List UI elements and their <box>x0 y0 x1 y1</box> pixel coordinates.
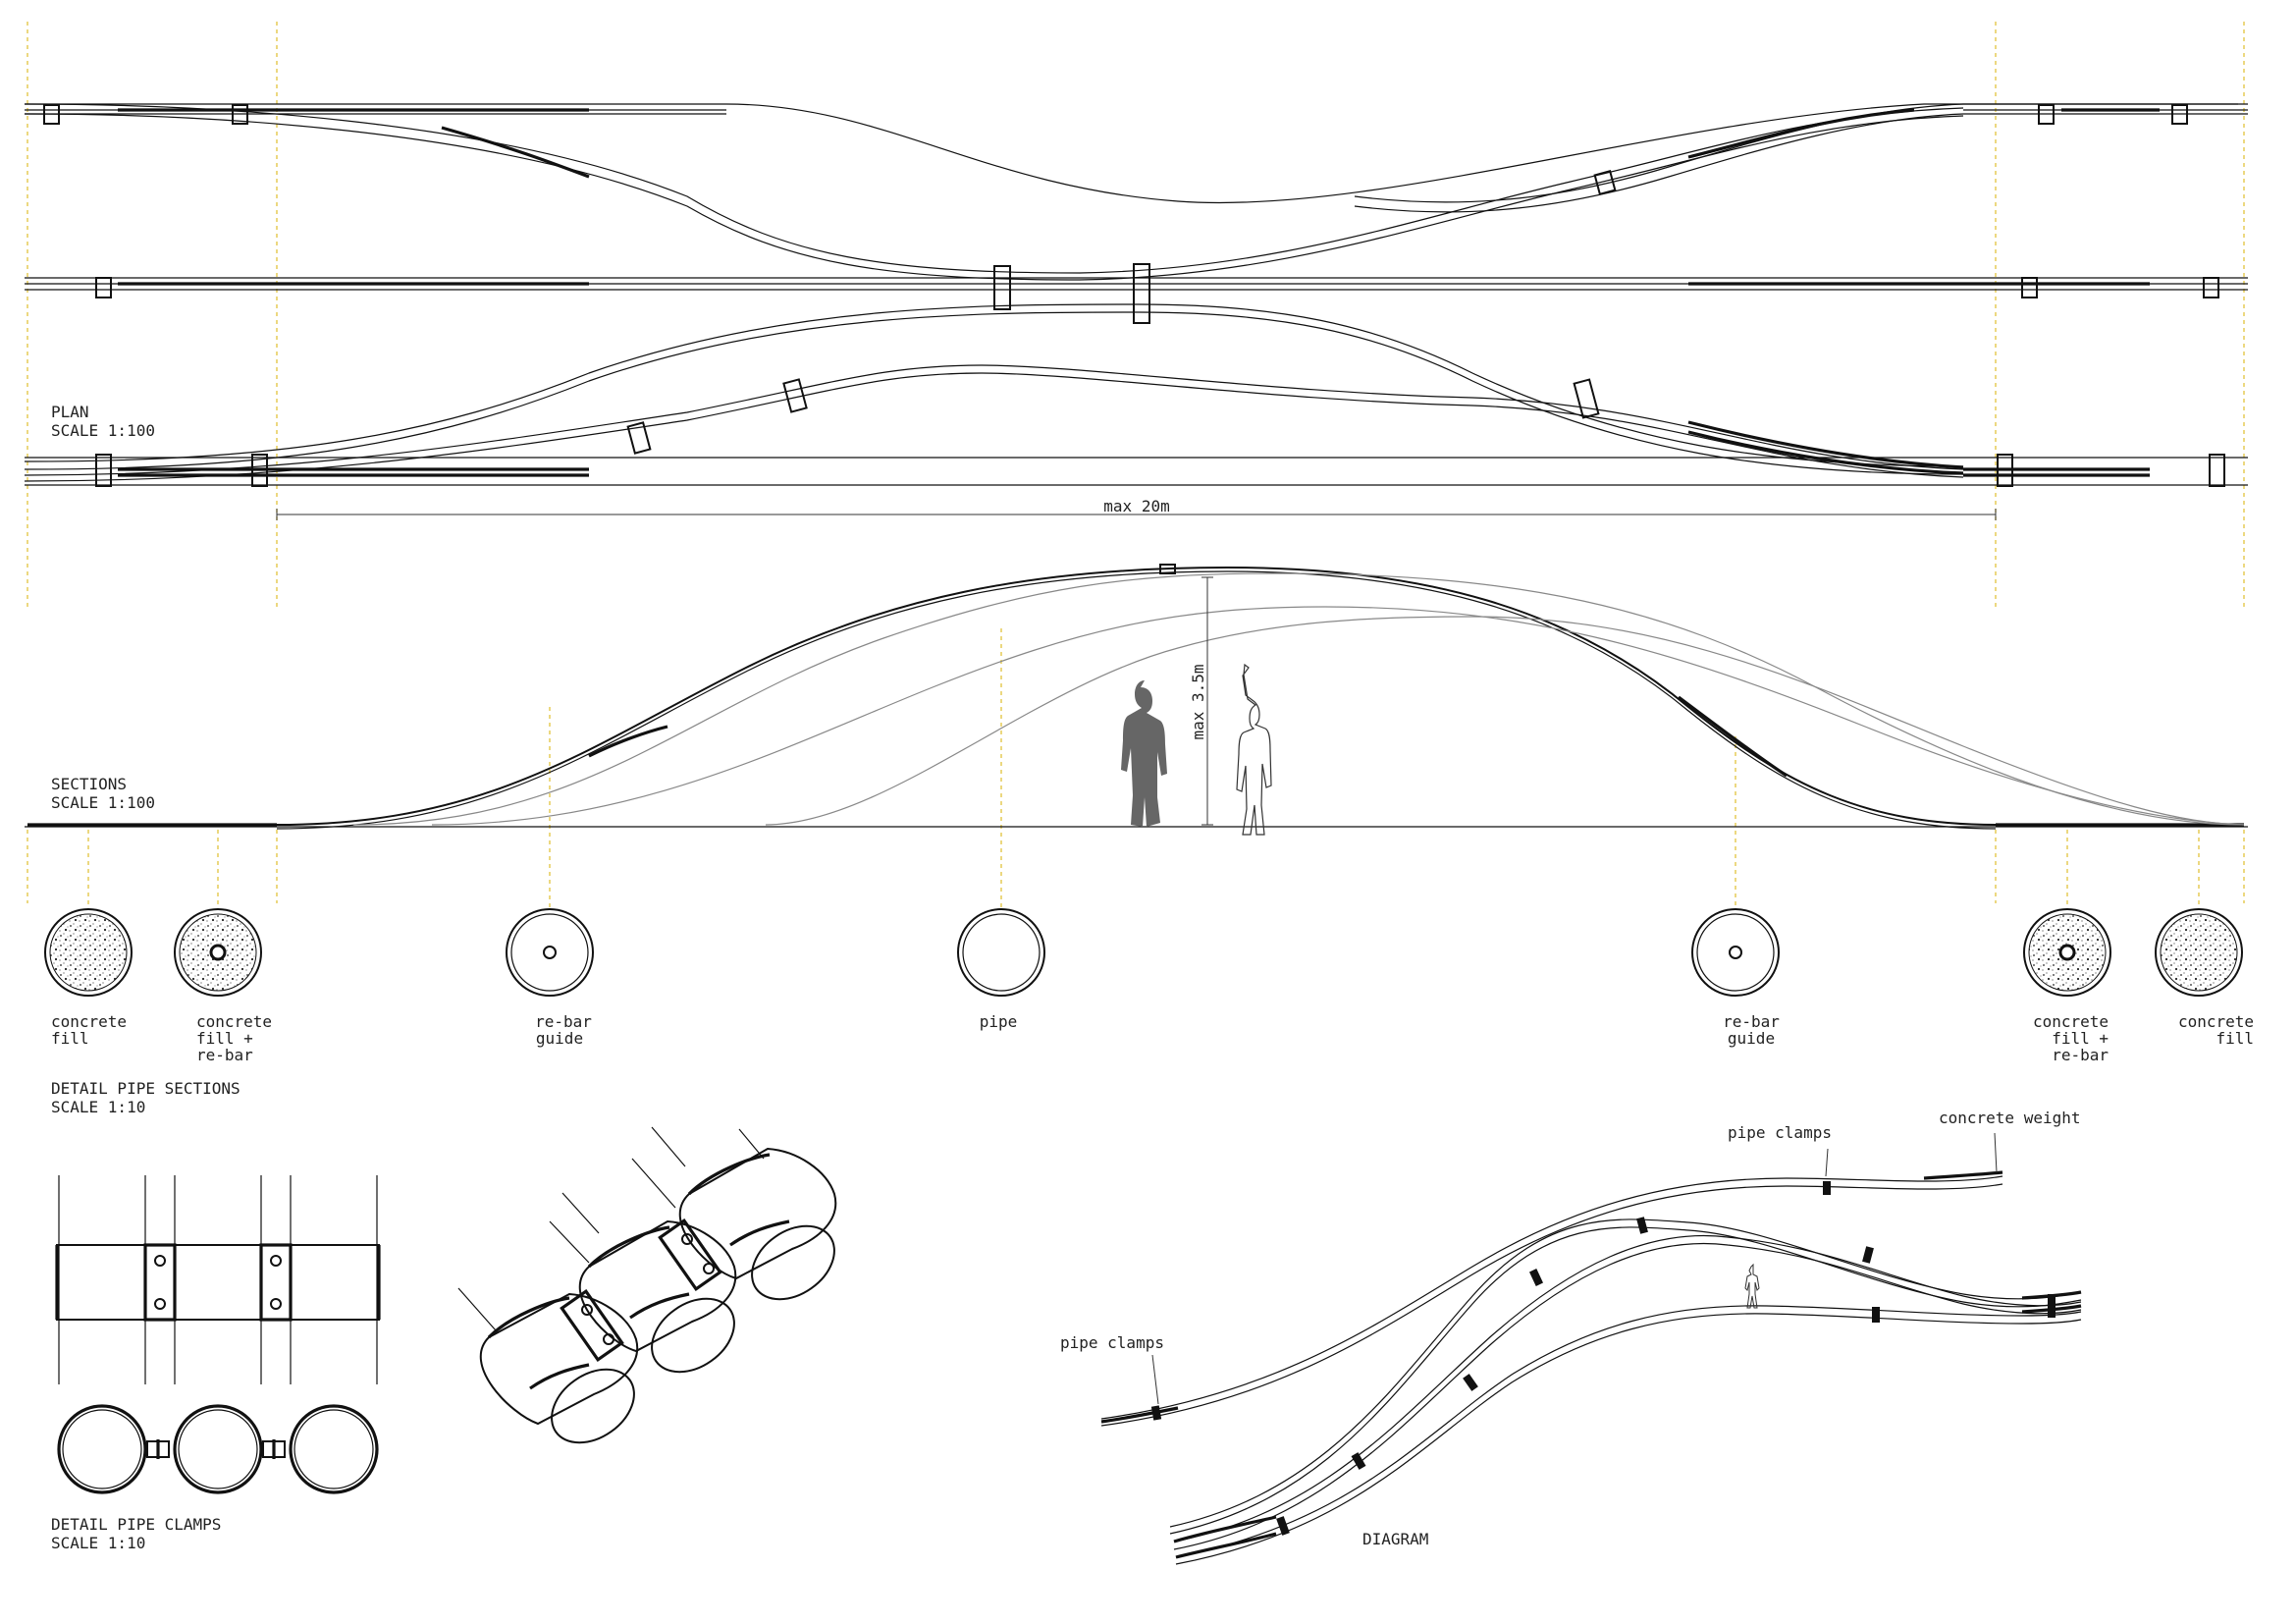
label-concrete-fill-rebar-6a: concrete <box>2033 1012 2109 1031</box>
human-figure-outline <box>1236 663 1272 836</box>
plan-title: PLAN <box>51 403 89 421</box>
label-concrete-fill-1a: concrete <box>51 1012 127 1031</box>
sections-title: SECTIONS <box>51 775 127 793</box>
pipe-section-concrete-fill-right <box>2155 908 2243 997</box>
pipe-section-concrete-fill-rebar <box>174 908 262 997</box>
label-pipe: pipe <box>980 1012 1018 1031</box>
pipe-section-pipe <box>957 908 1045 997</box>
label-concrete-fill-rebar-2a: concrete <box>196 1012 272 1031</box>
label-rebar-guide-5b: guide <box>1728 1029 1775 1048</box>
label-concrete-fill-rebar-2c: re-bar <box>196 1046 253 1064</box>
label-concrete-fill-rebar-6c: re-bar <box>2052 1046 2109 1064</box>
plan-view: max 20m PLAN SCALE 1:100 <box>24 103 2248 520</box>
diagram-view: pipe clamps concrete weight pipe clamps … <box>1060 1109 2082 1565</box>
pipe-sections-title: DETAIL PIPE SECTIONS <box>51 1079 240 1098</box>
label-rebar-guide-3a: re-bar <box>535 1012 592 1031</box>
plan-dimension-label: max 20m <box>1103 497 1169 515</box>
pipe-section-concrete-fill-rebar-right <box>2023 908 2111 997</box>
diagram-label-pipe-clamps-top: pipe clamps <box>1728 1123 1832 1142</box>
isometric-pipe-clamps <box>457 1126 837 1444</box>
pipe-section-concrete-fill <box>44 908 133 997</box>
label-rebar-guide-3b: guide <box>536 1029 583 1048</box>
pipe-clamps-title: DETAIL PIPE CLAMPS <box>51 1515 221 1534</box>
detail-pipe-sections: concrete fill concrete fill + re-bar re-… <box>44 908 2254 1116</box>
pipe-sections-scale: SCALE 1:10 <box>51 1098 145 1116</box>
plan-scale: SCALE 1:100 <box>51 421 155 440</box>
label-rebar-guide-5a: re-bar <box>1723 1012 1780 1031</box>
pipe-section-rebar-guide-right <box>1691 908 1780 997</box>
diagram-label-concrete-weight: concrete weight <box>1939 1109 2081 1127</box>
sections-height-dimension: max 3.5m <box>1189 664 1207 739</box>
diagram-human-figure <box>1744 1263 1760 1309</box>
diagram-label-pipe-clamps-left: pipe clamps <box>1060 1333 1164 1352</box>
label-concrete-fill-rebar-6b: fill + <box>2052 1029 2109 1048</box>
sections-scale: SCALE 1:100 <box>51 793 155 812</box>
pipe-section-rebar-guide <box>506 908 594 997</box>
diagram-title: DIAGRAM <box>1362 1530 1428 1548</box>
label-concrete-fill-7b: fill <box>2216 1029 2254 1048</box>
detail-pipe-clamps: DETAIL PIPE CLAMPS SCALE 1:10 <box>51 1126 837 1552</box>
label-concrete-fill-1b: fill <box>51 1029 89 1048</box>
label-concrete-fill-rebar-2b: fill + <box>196 1029 253 1048</box>
vertical-guides <box>27 22 2245 908</box>
sections-view: max 3.5m SECTIONS SCALE 1:100 <box>25 564 2248 836</box>
human-figure-dark <box>1121 680 1167 827</box>
label-concrete-fill-7a: concrete <box>2178 1012 2254 1031</box>
pipe-clamps-scale: SCALE 1:10 <box>51 1534 145 1552</box>
